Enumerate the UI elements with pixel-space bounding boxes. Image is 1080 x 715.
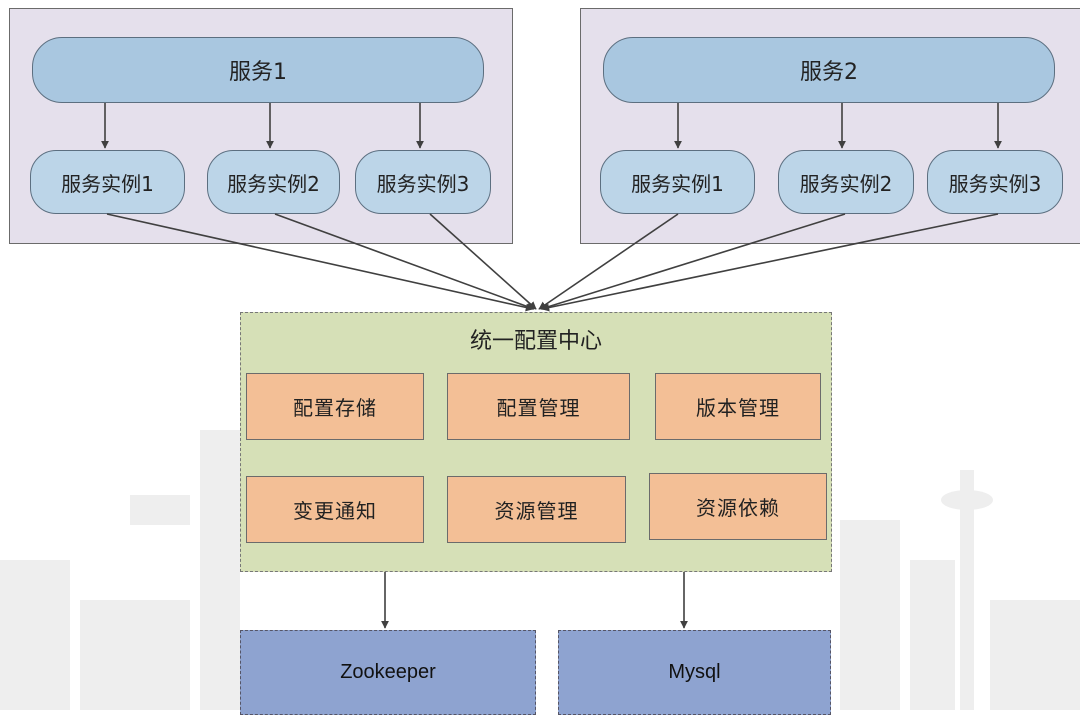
service1-instance-2[interactable]: 服务实例2 [207,150,340,214]
module-label: 资源依赖 [696,496,780,520]
instance-label: 服务实例1 [631,171,724,196]
module-resource-dependency[interactable]: 资源依赖 [649,473,827,540]
instance-label: 服务实例3 [376,171,470,196]
arrow-s2i2-center [540,213,846,311]
module-label: 配置管理 [496,396,581,420]
module-resource-management[interactable]: 资源管理 [447,476,626,543]
module-config-storage[interactable]: 配置存储 [246,373,424,440]
storage-label: Mysql [668,661,721,683]
module-version-management[interactable]: 版本管理 [655,373,821,440]
arrow-s2i1-center [538,213,679,310]
instance-label: 服务实例2 [227,171,320,196]
storage-label: Zookeeper [340,661,436,683]
instance-label: 服务实例2 [799,171,893,196]
service2-label: 服务2 [800,60,858,85]
service1-label: 服务1 [229,60,287,85]
arrow-s1i1-center [106,213,534,312]
module-label: 配置存储 [293,396,377,420]
storage-zookeeper[interactable]: Zookeeper [240,630,536,715]
arrow-s1i3-center [429,213,537,310]
module-label: 版本管理 [696,396,780,420]
service1-instance-3[interactable]: 服务实例3 [355,150,491,214]
service1-instance-1[interactable]: 服务实例1 [30,150,185,214]
module-change-notification[interactable]: 变更通知 [246,476,424,543]
instance-label: 服务实例1 [61,171,154,196]
config-center-title: 统一配置中心 [469,329,602,354]
module-config-management[interactable]: 配置管理 [447,373,630,440]
arrow-s1i2-center [274,213,535,311]
module-label: 变更通知 [293,499,377,523]
arrow-s2i3-center [541,213,999,312]
module-label: 资源管理 [494,499,579,523]
service2-instance-2[interactable]: 服务实例2 [778,150,914,214]
service2-box[interactable]: 服务2 [603,37,1055,103]
service2-instance-3[interactable]: 服务实例3 [927,150,1063,214]
instance-label: 服务实例3 [948,171,1042,196]
service1-box[interactable]: 服务1 [32,37,484,103]
service2-instance-1[interactable]: 服务实例1 [600,150,755,214]
